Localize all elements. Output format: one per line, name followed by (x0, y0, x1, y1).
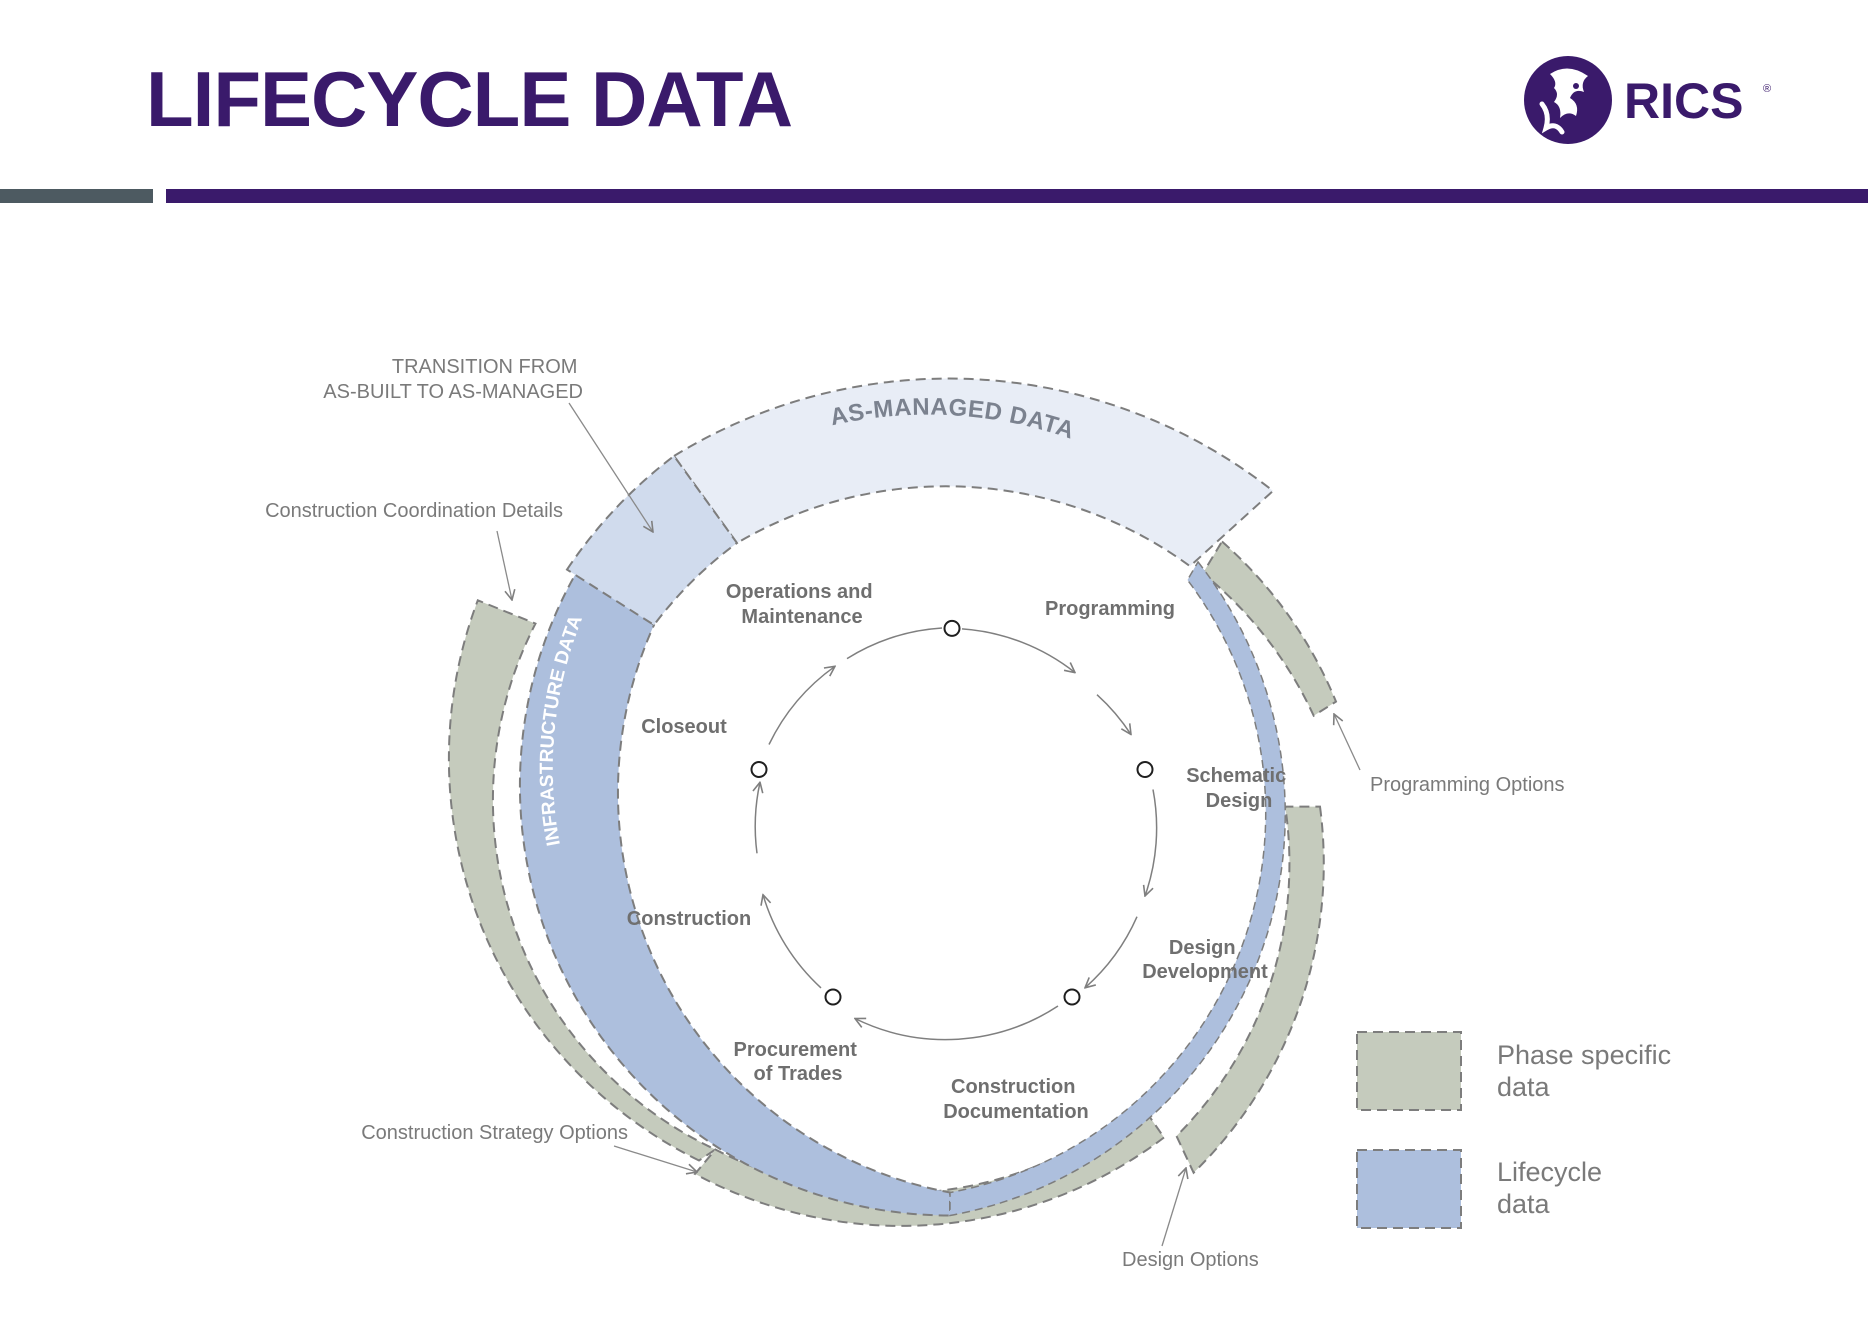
cycle-node (943, 619, 961, 637)
legend-label-phase-specific: Phase specific data (1497, 1040, 1679, 1102)
stage-construction: Construction (627, 908, 751, 930)
stage-construction-documentation: Construction Documentation (943, 1076, 1089, 1123)
phase-band-design (1175, 805, 1325, 1175)
logo-wordmark: RICS (1624, 73, 1743, 129)
transition-band (565, 454, 739, 627)
callout-transition: TRANSITION FROM AS-BUILT TO AS-MANAGED (323, 356, 583, 403)
cycle-node-markers (750, 619, 1154, 1006)
phase-band-construction-strategy (693, 1102, 1166, 1227)
stage-schematic-design: Schematic Design (1186, 765, 1292, 812)
legend: Phase specific data Lifecycle data (1356, 1031, 1679, 1229)
callout-coordination: Construction Coordination Details (265, 500, 563, 522)
legend-swatch-lifecycle (1356, 1149, 1462, 1229)
lifecycle-band-right (949, 560, 1286, 1217)
lifecycle-cycle (755, 627, 1158, 1041)
callout-design-options: Design Options (1122, 1249, 1259, 1271)
page-title: LIFECYCLE DATA (146, 55, 793, 143)
legend-swatch-phase-specific (1356, 1031, 1462, 1111)
phase-band-programming (1201, 539, 1338, 718)
callout-strategy-options: Construction Strategy Options (361, 1122, 628, 1144)
stage-procurement: Procurement of Trades (734, 1039, 863, 1085)
header-divider-left (0, 189, 153, 203)
cycle-node (824, 988, 842, 1006)
callout-programming-options: Programming Options (1370, 774, 1565, 796)
callout-transition-leader (568, 402, 653, 532)
header-divider-right (166, 189, 1868, 203)
callout-programming-leader (1334, 714, 1361, 771)
stage-programming: Programming (1045, 598, 1175, 620)
stage-design-development: Design Development (1142, 937, 1268, 983)
legend-label-lifecycle: Lifecycle data (1497, 1157, 1610, 1219)
callout-strategy-leader (613, 1145, 697, 1172)
cycle-node (1136, 761, 1154, 778)
stage-closeout: Closeout (641, 716, 727, 738)
callout-coordination-leader (496, 530, 512, 600)
cycle-node (1063, 988, 1081, 1006)
rics-logo: RICS ® (1524, 56, 1771, 144)
lion-emblem-icon (1524, 56, 1612, 144)
registered-mark: ® (1763, 83, 1771, 95)
as-managed-band (672, 377, 1275, 568)
phase-band-construction-coordination (447, 598, 718, 1162)
stage-operations: Operations and Maintenance (726, 581, 878, 628)
cycle-node (750, 761, 768, 778)
lifecycle-band-infrastructure (518, 563, 951, 1217)
callout-design-leader (1161, 1168, 1186, 1247)
